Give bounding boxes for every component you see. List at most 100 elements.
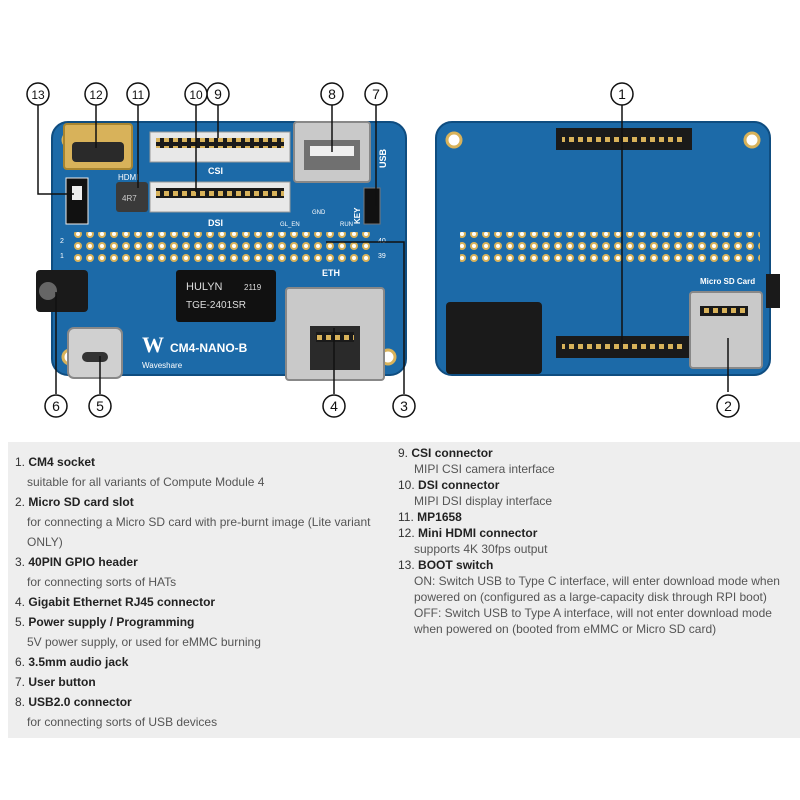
usb-silk: USB [378, 148, 388, 168]
description-heading: 6. 3.5mm audio jack [15, 652, 395, 672]
callout-circle-2 [716, 394, 740, 418]
description-number: 13. [398, 558, 415, 572]
description-title: Power supply / Programming [28, 615, 195, 629]
description-item: 5. Power supply / Programming 5V power su… [15, 612, 395, 652]
description-number: 1. [15, 455, 26, 469]
description-detail: for connecting a Micro SD card with pre-… [27, 515, 371, 529]
description-heading: 5. Power supply / Programming [15, 612, 395, 632]
description-detail: ON: Switch USB to Type C interface, will… [414, 574, 780, 588]
callout-circle-3 [392, 394, 416, 418]
description-title: 40PIN GPIO header [28, 555, 138, 569]
user-button [363, 187, 381, 225]
maker-silk: Waveshare [142, 361, 183, 370]
callout-label-8: 8 [328, 86, 336, 102]
callout-circle-4 [322, 394, 346, 418]
gpio-pin-1: 1 [60, 253, 64, 260]
eth-silk: ETH [322, 268, 340, 278]
gpio-pin-39: 39 [378, 253, 386, 260]
magjack-chip [176, 270, 276, 322]
callout-circle-1 [610, 82, 634, 106]
usb-c-port [82, 352, 108, 362]
description-title: Mini HDMI connector [418, 526, 538, 540]
description-title: CSI connector [411, 446, 493, 460]
description-heading: 9. CSI connector [398, 445, 798, 461]
audio-jack-hole [39, 282, 57, 300]
callout-label-1: 1 [618, 86, 626, 102]
key-silk: KEY [353, 207, 362, 224]
callout-circle-5 [88, 394, 112, 418]
description-number: 7. [15, 675, 26, 689]
rj45-contacts [316, 332, 354, 342]
audio-jack-rear [766, 274, 780, 308]
description-detail: for connecting sorts of USB devices [27, 715, 218, 729]
callout-label-5: 5 [96, 398, 104, 414]
dsi-silk: DSI [208, 218, 223, 228]
board-model-silk: CM4-NANO-B [170, 341, 248, 355]
description-item: 8. USB2.0 connector for connecting sorts … [15, 692, 395, 732]
audio-jack [36, 270, 88, 312]
csi-silk: CSI [208, 166, 223, 176]
description-title: 3.5mm audio jack [28, 655, 129, 669]
hdmi-silk: HDMI [118, 173, 138, 182]
gl-en-silk: GL_EN [280, 222, 300, 228]
dsi-connector-slot [156, 188, 284, 198]
description-number: 8. [15, 695, 26, 709]
description-title: Micro SD card slot [28, 495, 134, 509]
description-detail: ONLY) [27, 535, 63, 549]
description-title: BOOT switch [418, 558, 494, 572]
description-heading: 11. MP1658 [398, 509, 798, 525]
micro-sd-contacts [700, 306, 748, 316]
inductor-mark: 4R7 [122, 194, 137, 203]
gnd-silk: GND [312, 210, 326, 216]
description-heading: 2. Micro SD card slot [15, 492, 395, 512]
sd-silk: Micro SD Card [700, 277, 755, 286]
callout-circle-10 [184, 82, 208, 106]
description-heading: 10. DSI connector [398, 477, 798, 493]
usb-a-rear [446, 302, 542, 374]
mini-hdmi-port [72, 142, 124, 162]
description-heading: 13. BOOT switch [398, 557, 798, 573]
description-title: User button [28, 675, 96, 689]
boot-switch-lever [72, 186, 82, 200]
description-detail: MIPI CSI camera interface [414, 462, 555, 476]
description-detail: for connecting sorts of HATs [27, 575, 177, 589]
description-detail: 5V power supply, or used for eMMC burnin… [27, 635, 261, 649]
description-heading: 12. Mini HDMI connector [398, 525, 798, 541]
csi-connector-slot [156, 138, 284, 148]
magjack-brand: HULYN [186, 281, 223, 293]
description-heading: 8. USB2.0 connector [15, 692, 395, 712]
board-back: Micro SD Card [435, 121, 780, 376]
callout-label-10: 10 [189, 88, 203, 102]
description-number: 6. [15, 655, 26, 669]
run-silk: RUN [340, 222, 353, 228]
callout-circle-13 [26, 82, 50, 106]
micro-sd-slot [689, 291, 763, 369]
description-title: USB2.0 connector [28, 695, 132, 709]
description-number: 10. [398, 478, 415, 492]
description-number: 5. [15, 615, 26, 629]
gpio-header-rear [460, 232, 760, 262]
description-detail: OFF: Switch USB to Type A interface, wil… [414, 606, 772, 620]
boot-switch [65, 177, 89, 225]
mount-hole [445, 131, 463, 149]
cm4-connector-bottom-pins [562, 342, 686, 352]
description-number: 4. [15, 595, 26, 609]
description-detail: supports 4K 30fps output [414, 542, 548, 556]
callout-circle-6 [44, 394, 68, 418]
callout-circle-8 [320, 82, 344, 106]
description-item: 7. User button [15, 672, 395, 692]
waveshare-logo-mark: W [142, 332, 164, 357]
callout-label-12: 12 [89, 88, 103, 102]
description-heading: 7. User button [15, 672, 395, 692]
callout-label-4: 4 [330, 398, 338, 414]
leader-13 [37, 105, 74, 195]
callout-label-3: 3 [400, 398, 408, 414]
description-detail: suitable for all variants of Compute Mod… [27, 475, 265, 489]
